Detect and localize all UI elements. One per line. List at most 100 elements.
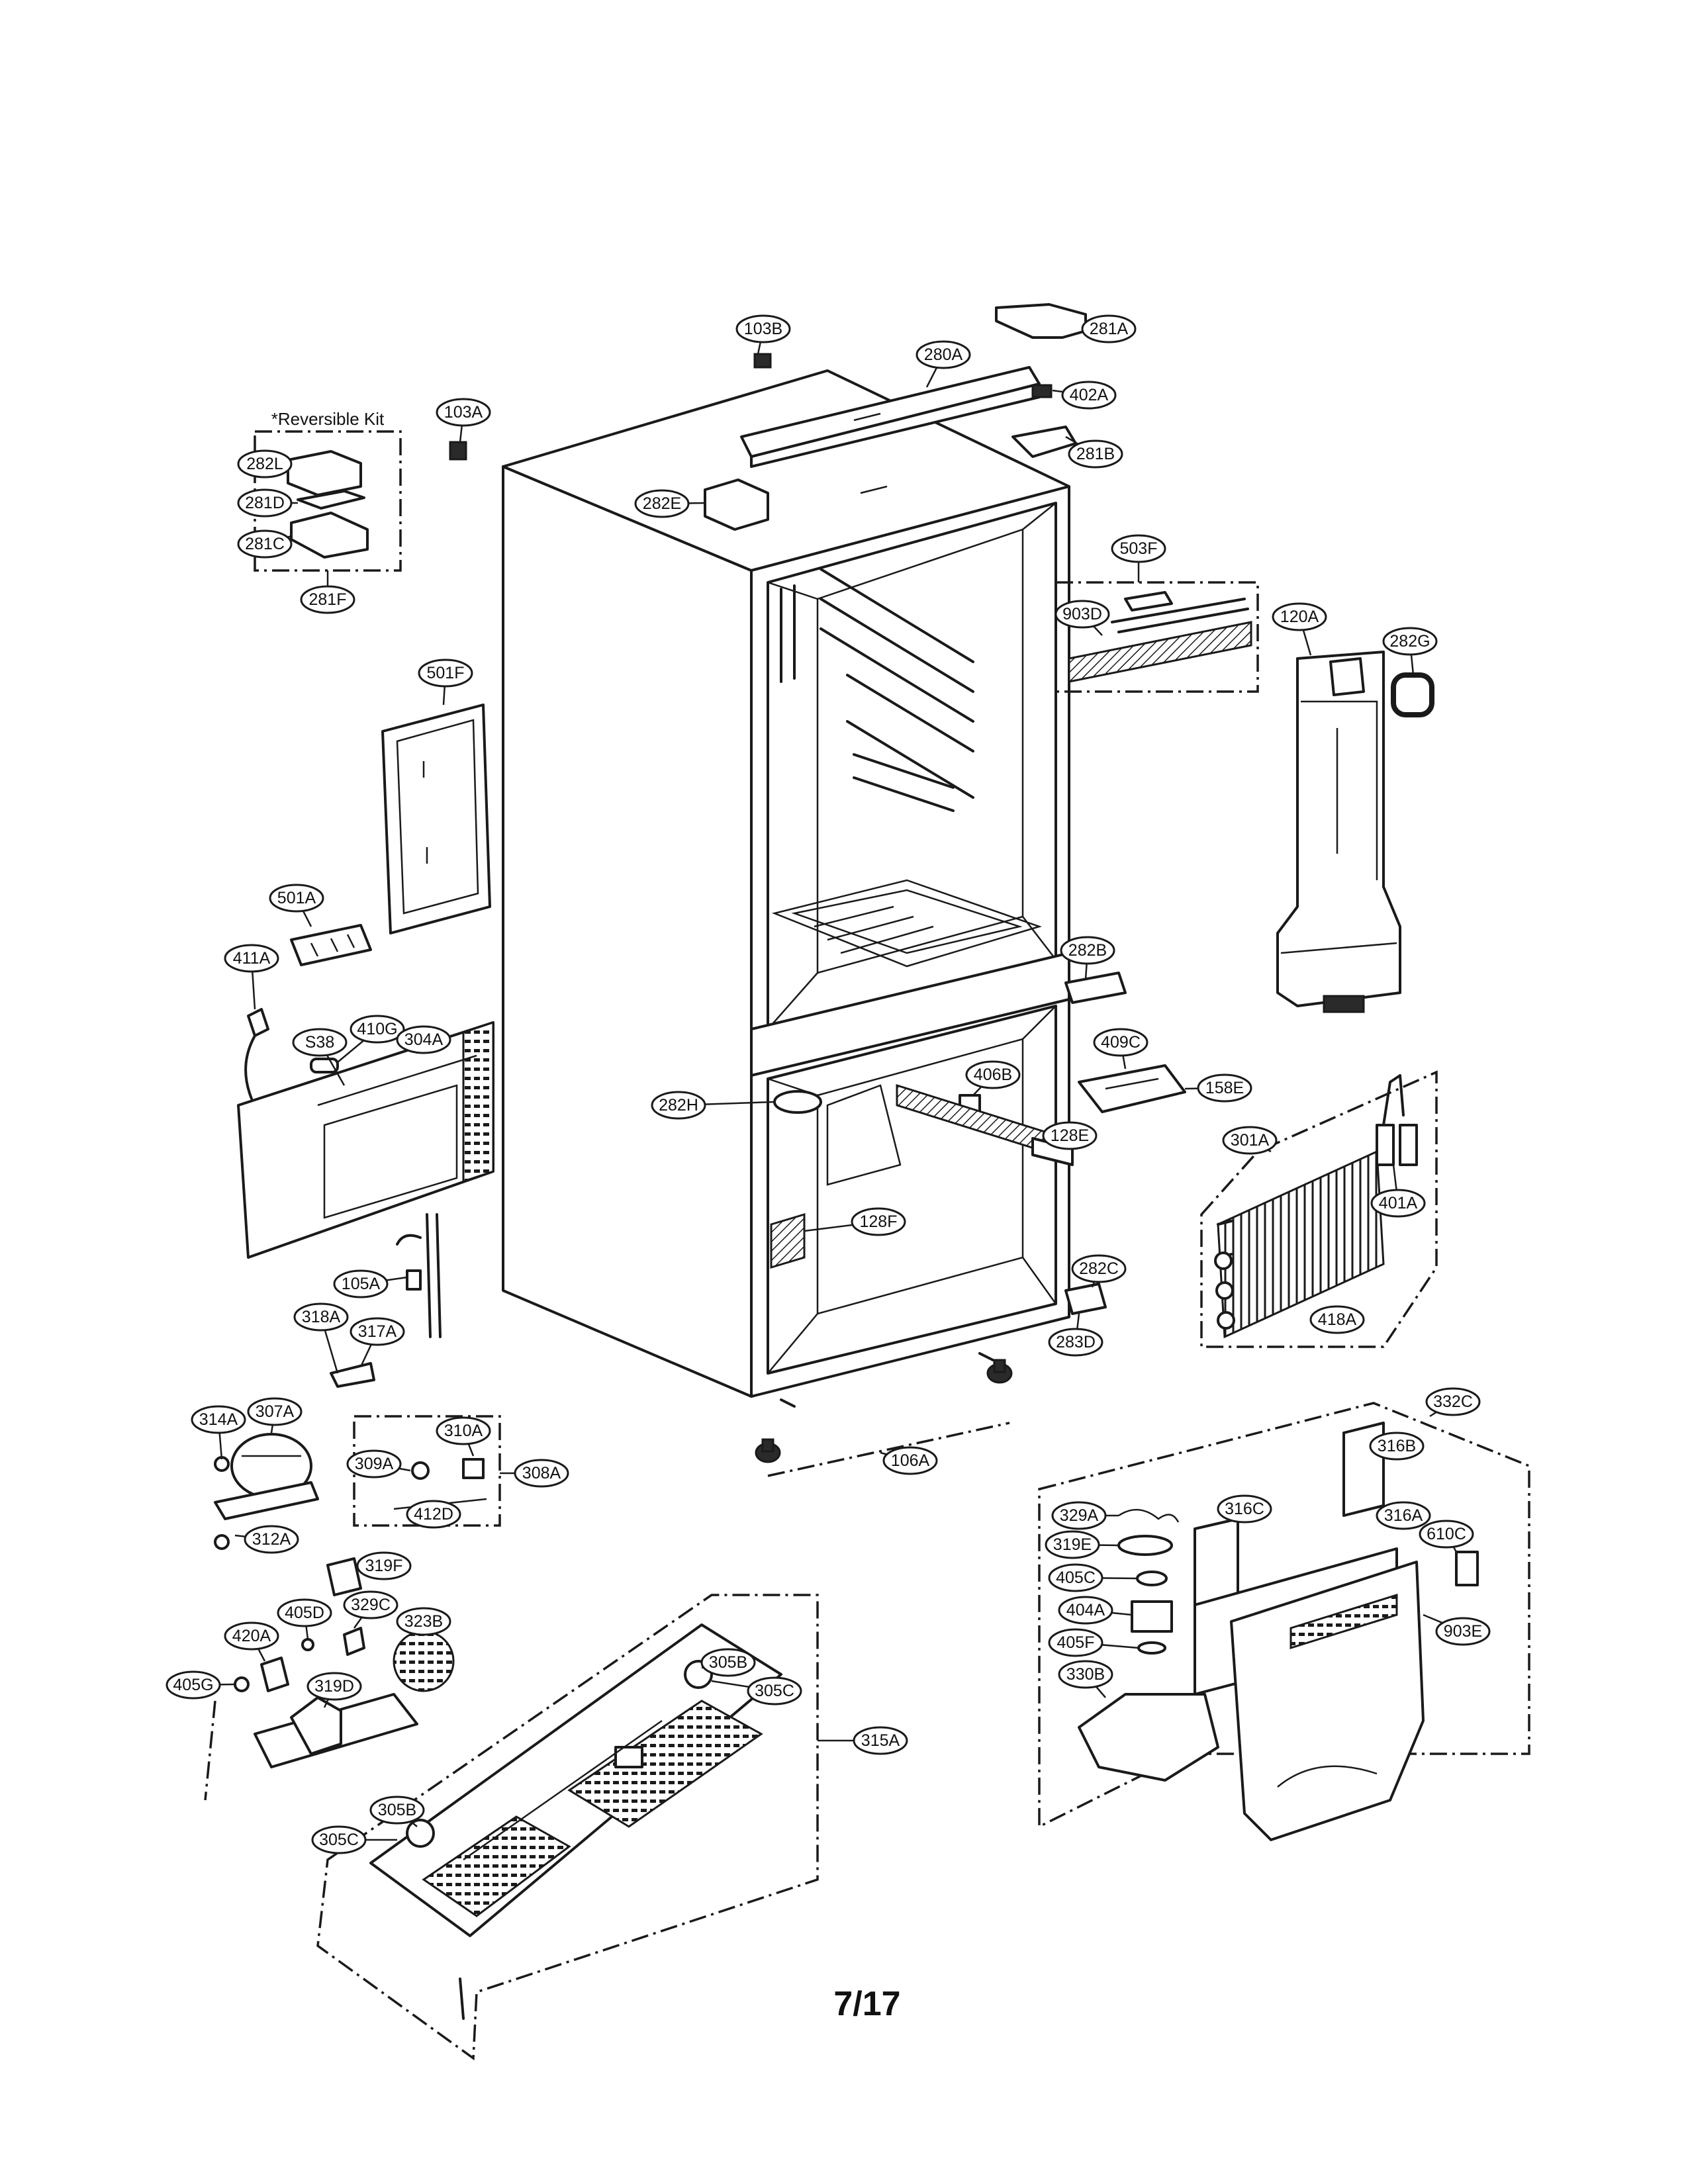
callout-bubble (1309, 1305, 1365, 1334)
callout-bubble (436, 1416, 491, 1445)
callout-text: 103B (744, 320, 782, 338)
callout-bubble (915, 340, 971, 369)
callout-bubble (853, 1726, 908, 1755)
pcb-traces (310, 934, 355, 957)
callout-bubble (1093, 1028, 1149, 1057)
reversible-kit (254, 430, 402, 572)
callout-315a: 315A (818, 1726, 908, 1755)
callout-text: 281A (1090, 320, 1129, 338)
page-number: 7/17 (833, 1985, 900, 2023)
dash-guide (204, 1700, 216, 1801)
callout-bubble (1111, 534, 1166, 563)
callout-text: 305B (378, 1801, 416, 1819)
callout-282h: 282H (651, 1091, 775, 1120)
callout-903d: 903D (1055, 600, 1110, 636)
leveling-legs-106a (755, 1359, 1013, 1477)
callout-text: 305C (319, 1831, 359, 1849)
hinge-282c (1064, 1283, 1107, 1315)
callout-bubble (165, 1670, 221, 1700)
callout-bubble (1068, 439, 1123, 469)
callout-bubble (1272, 602, 1327, 631)
callout-bubble (406, 1500, 461, 1529)
callout-text: 105A (342, 1275, 381, 1293)
callout-bubble (237, 488, 293, 518)
callout-text: 316A (1384, 1506, 1423, 1525)
callout-bubble (634, 489, 690, 518)
callout-text: 317A (358, 1322, 397, 1341)
callout-bubble (735, 314, 791, 343)
callout-bubble (1055, 600, 1110, 629)
compressor-307a (214, 1433, 319, 1550)
callout-labels: 103B280A281A402A281B103A282L281D281C281F… (165, 314, 1491, 1854)
callout-text: 405G (173, 1676, 213, 1694)
callout-318a: 318A (293, 1302, 349, 1374)
callout-bubble (514, 1459, 569, 1488)
fan-assembly-332c (1038, 1402, 1530, 1841)
callout-text: 120A (1280, 608, 1319, 626)
callout-bubble (882, 1446, 938, 1475)
heater-401a-wire (1382, 1074, 1405, 1126)
gasket-282g (1391, 672, 1434, 717)
callout-316b: 316B (1369, 1432, 1425, 1461)
hinge-281b (1011, 426, 1077, 458)
filter-assembly-503f (1055, 581, 1259, 693)
callout-281b: 281B (1065, 435, 1123, 469)
callout-503f: 503F (1111, 534, 1166, 582)
callout-bubble (247, 1397, 303, 1426)
callout-412d: 412D (406, 1500, 461, 1529)
callout-bubble (1061, 381, 1117, 410)
callout-text: 318A (302, 1308, 341, 1326)
callout-312a: 312A (234, 1525, 299, 1554)
callout-401a: 401A (1370, 1164, 1426, 1218)
rail-128f (770, 1212, 806, 1269)
callout-text: 401A (1379, 1194, 1418, 1212)
power-cord-411a (244, 1008, 269, 1100)
callout-bubble (851, 1207, 906, 1236)
callout-bubble (293, 1302, 349, 1332)
callout-text: 312A (252, 1530, 291, 1549)
callout-text: 323B (404, 1612, 443, 1631)
callout-text: 283D (1056, 1333, 1096, 1351)
callout-bubble (269, 884, 324, 913)
callout-332c: 332C (1425, 1387, 1481, 1418)
callout-text: 410G (357, 1020, 397, 1038)
callout-418a: 418A (1309, 1305, 1365, 1334)
callout-420a: 420A (224, 1621, 279, 1662)
callout-bubble (311, 1825, 367, 1854)
callout-text: 329C (351, 1596, 391, 1614)
fan-motor-420a (260, 1657, 289, 1692)
callout-281c: 281C (237, 529, 293, 559)
callout-text: 503F (1120, 539, 1158, 558)
callout-314a: 314A (191, 1405, 246, 1460)
callout-409c: 409C (1093, 1028, 1149, 1069)
callout-317a: 317A (350, 1317, 405, 1367)
callout-330b: 330B (1058, 1660, 1113, 1698)
callout-bubble (191, 1405, 246, 1434)
callout-text: 406B (974, 1066, 1012, 1084)
callout-bubble (1222, 1126, 1278, 1155)
callout-text: 405C (1056, 1569, 1096, 1587)
part-slot (860, 485, 888, 494)
callout-bubble (356, 1551, 412, 1580)
callout-319d: 319D (306, 1672, 362, 1708)
callout-text: 128F (860, 1212, 898, 1231)
callout-bubble (224, 944, 279, 973)
callout-bubble (418, 659, 473, 688)
callout-text: 310A (444, 1422, 483, 1440)
callout-402a: 402A (1052, 381, 1117, 410)
callout-text: 282L (246, 455, 283, 473)
callout-text: 103A (444, 403, 483, 422)
callout-text: 501A (277, 889, 316, 907)
callout-bubble (1217, 1494, 1272, 1524)
callout-282l: 282L (237, 449, 293, 478)
callout-bubble (651, 1091, 706, 1120)
callout-281f: 281F (300, 570, 355, 614)
callout-501f: 501F (418, 659, 473, 705)
callout-s38: S38 (292, 1028, 348, 1086)
callout-bubble (306, 1672, 362, 1701)
pcb-501a (290, 924, 372, 966)
callout-310a: 310A (436, 1416, 491, 1457)
callout-316a: 316A (1376, 1501, 1431, 1530)
lamp-cover-158e (1078, 1064, 1186, 1113)
